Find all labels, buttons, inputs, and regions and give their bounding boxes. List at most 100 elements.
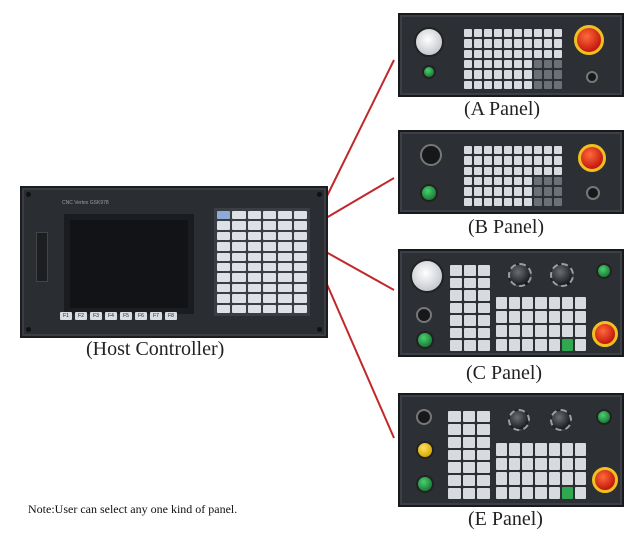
function-key[interactable]: F4 (105, 312, 117, 320)
panel-key[interactable] (484, 49, 492, 58)
panel-key[interactable] (554, 176, 562, 186)
panel-key[interactable] (464, 156, 472, 165)
panel-key[interactable] (522, 486, 534, 499)
panel-key[interactable] (464, 49, 472, 58)
panel-key[interactable] (474, 70, 482, 79)
panel-key[interactable] (534, 146, 542, 155)
panel-key[interactable] (484, 80, 492, 89)
panel-key[interactable] (514, 70, 522, 79)
panel-key[interactable] (477, 475, 490, 487)
panel-key[interactable] (464, 59, 472, 69)
panel-key[interactable] (548, 457, 560, 470)
panel-key[interactable] (544, 39, 552, 48)
emergency-stop-button[interactable] (592, 321, 618, 347)
panel-key[interactable] (535, 457, 547, 470)
panel-key[interactable] (232, 262, 246, 272)
cycle-start-button[interactable] (422, 65, 436, 79)
panel-key[interactable] (464, 39, 472, 48)
panel-key[interactable] (477, 411, 490, 422)
panel-key[interactable] (478, 302, 490, 314)
cycle-start-button[interactable] (416, 475, 434, 493)
panel-key[interactable] (554, 187, 562, 196)
panel-key[interactable] (524, 176, 532, 186)
panel-key[interactable] (509, 443, 521, 456)
panel-key[interactable] (217, 221, 231, 230)
panel-key[interactable] (278, 294, 292, 303)
panel-key[interactable] (535, 486, 547, 499)
panel-key[interactable] (534, 166, 542, 175)
panel-key[interactable] (514, 29, 522, 38)
panel-key[interactable] (574, 457, 586, 470)
panel-key[interactable] (524, 146, 532, 155)
panel-key[interactable] (524, 156, 532, 165)
panel-key[interactable] (474, 49, 482, 58)
panel-key[interactable] (524, 70, 532, 79)
panel-key[interactable] (574, 297, 586, 309)
panel-key[interactable] (524, 29, 532, 38)
panel-key[interactable] (464, 197, 472, 206)
feed-override-knob[interactable] (550, 263, 574, 287)
panel-key[interactable] (496, 325, 508, 337)
panel-key[interactable] (574, 325, 586, 337)
panel-key[interactable] (509, 339, 521, 351)
function-key[interactable]: F1 (60, 312, 72, 320)
panel-key[interactable] (514, 197, 522, 206)
cycle-start-button[interactable] (416, 331, 434, 349)
panel-key[interactable] (217, 273, 231, 282)
panel-key[interactable] (247, 304, 261, 313)
key-switch-icon[interactable] (586, 186, 600, 200)
panel-key[interactable] (504, 166, 512, 175)
panel-key[interactable] (494, 49, 502, 58)
panel-key[interactable] (504, 39, 512, 48)
panel-key[interactable] (278, 262, 292, 272)
panel-key[interactable] (514, 166, 522, 175)
key-switch-icon[interactable] (416, 409, 432, 425)
panel-key[interactable] (494, 156, 502, 165)
panel-key[interactable] (464, 80, 472, 89)
panel-key[interactable] (278, 221, 292, 230)
power-on-button[interactable] (596, 263, 612, 279)
panel-key[interactable] (522, 339, 534, 351)
panel-key[interactable] (554, 197, 562, 206)
panel-key[interactable] (448, 411, 461, 422)
panel-key[interactable] (484, 39, 492, 48)
emergency-stop-button[interactable] (574, 25, 604, 55)
panel-key[interactable] (504, 70, 512, 79)
panel-key[interactable] (496, 443, 508, 456)
panel-key[interactable] (232, 304, 246, 313)
panel-key[interactable] (293, 231, 307, 241)
panel-key[interactable] (474, 80, 482, 89)
panel-key[interactable] (535, 443, 547, 456)
panel-key[interactable] (474, 39, 482, 48)
panel-key[interactable] (544, 197, 552, 206)
panel-key[interactable] (509, 297, 521, 309)
panel-key[interactable] (504, 29, 512, 38)
panel-key[interactable] (504, 197, 512, 206)
panel-key[interactable] (262, 294, 277, 303)
panel-key[interactable] (278, 273, 292, 282)
panel-key[interactable] (535, 325, 547, 337)
panel-key[interactable] (484, 166, 492, 175)
panel-key[interactable] (474, 146, 482, 155)
panel-key[interactable] (450, 327, 462, 339)
panel-key[interactable] (262, 273, 277, 282)
panel-key[interactable] (544, 29, 552, 38)
panel-key[interactable] (262, 304, 277, 313)
panel-key[interactable] (504, 187, 512, 196)
panel-key[interactable] (514, 49, 522, 58)
panel-key[interactable] (534, 70, 542, 79)
function-key[interactable]: F7 (150, 312, 162, 320)
panel-key[interactable] (548, 325, 560, 337)
panel-key[interactable] (524, 197, 532, 206)
panel-key[interactable] (494, 80, 502, 89)
function-key[interactable]: F2 (75, 312, 87, 320)
panel-key[interactable] (278, 211, 292, 220)
panel-key[interactable] (278, 304, 292, 313)
panel-key[interactable] (561, 457, 573, 470)
panel-key[interactable] (462, 423, 476, 435)
emergency-stop-button[interactable] (592, 467, 618, 493)
panel-key[interactable] (494, 70, 502, 79)
panel-key[interactable] (232, 273, 246, 282)
panel-key[interactable] (448, 436, 461, 448)
panel-key[interactable] (217, 231, 231, 241)
